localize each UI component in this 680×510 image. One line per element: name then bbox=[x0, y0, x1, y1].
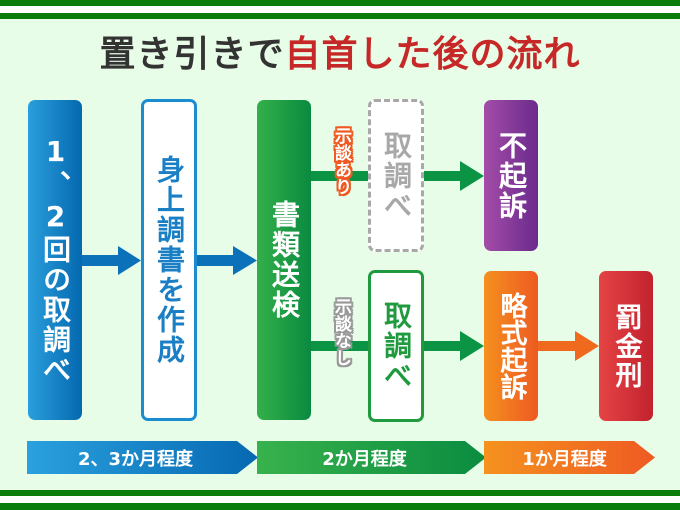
step-interrogation-1-label: 1、2回の取調べ bbox=[39, 135, 72, 385]
title-prefix: 置き引きで bbox=[99, 34, 285, 75]
step-summary-indictment: 略式起訴 bbox=[484, 271, 538, 421]
arrow-to-referral bbox=[197, 246, 257, 275]
branch-label-settled: 示談あり bbox=[331, 127, 351, 195]
top-band-line bbox=[0, 13, 680, 19]
title-highlight: 自首した後の流れ bbox=[284, 34, 581, 75]
step-non-prosecution: 不起訴 bbox=[484, 100, 538, 251]
top-band-outer bbox=[0, 0, 680, 6]
branch-label-unsettled: 示談なし bbox=[331, 298, 351, 366]
bottom-band-outer bbox=[0, 503, 680, 510]
step-interrogation-unsettled: 取調べ bbox=[368, 270, 424, 422]
timeline-segment-3: 1か月程度 bbox=[484, 441, 655, 474]
step-personal-record: 身上調書を作成 bbox=[141, 99, 197, 421]
bottom-band-line bbox=[0, 490, 680, 496]
step-personal-record-label: 身上調書を作成 bbox=[153, 155, 186, 365]
timeline-segment-3-label: 1か月程度 bbox=[522, 448, 607, 470]
top-band-inner bbox=[0, 6, 680, 13]
step-interrogation-1: 1、2回の取調べ bbox=[28, 100, 82, 420]
step-interrogation-unsettled-label: 取調べ bbox=[380, 301, 413, 391]
connector-unsettled bbox=[311, 331, 484, 361]
step-interrogation-settled: 取調べ bbox=[368, 99, 424, 252]
connector-settled bbox=[311, 161, 484, 191]
timeline-segment-1-label: 2、3か月程度 bbox=[77, 448, 194, 470]
step-fine: 罰金刑 bbox=[599, 271, 653, 421]
step-interrogation-settled-label: 取調べ bbox=[380, 130, 413, 221]
bottom-band-inner bbox=[0, 496, 680, 503]
step-non-prosecution-label: 不起訴 bbox=[495, 130, 528, 221]
arrow-to-personal-record bbox=[82, 246, 141, 275]
step-referral: 書類送検 bbox=[257, 100, 311, 420]
step-summary-indictment-label: 略式起訴 bbox=[495, 292, 527, 400]
page-title: 置き引きで自首した後の流れ bbox=[0, 30, 680, 80]
arrow-to-fine bbox=[538, 331, 599, 361]
timeline-segment-2: 2か月程度 bbox=[257, 441, 486, 474]
timeline-segment-1: 2、3か月程度 bbox=[27, 441, 258, 474]
step-fine-label: 罰金刑 bbox=[610, 302, 642, 390]
step-referral-label: 書類送検 bbox=[268, 200, 301, 320]
timeline-segment-2-label: 2か月程度 bbox=[322, 448, 407, 470]
